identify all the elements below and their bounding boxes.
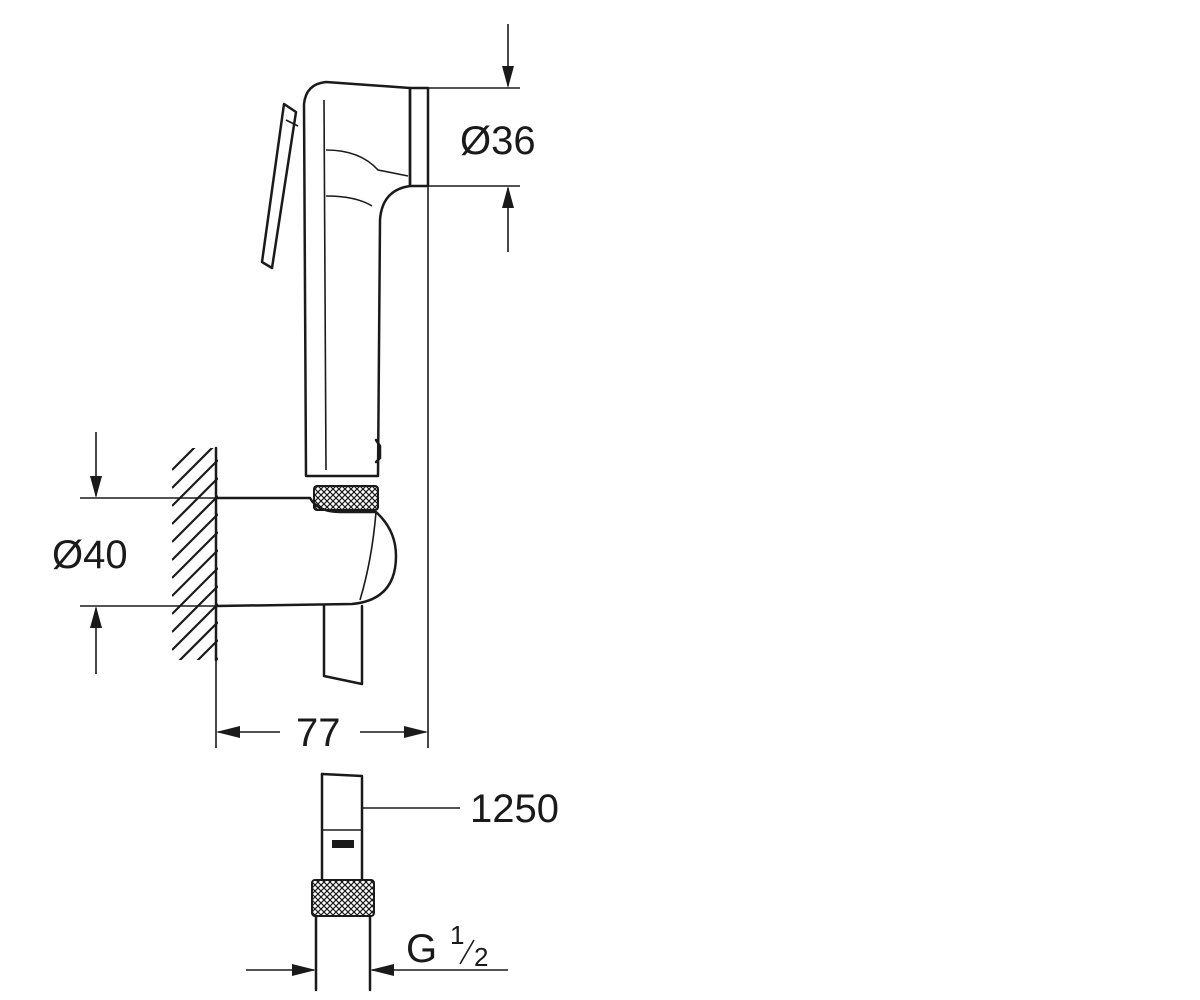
handle-collar bbox=[313, 485, 379, 511]
dim-holder-diameter bbox=[80, 432, 216, 674]
svg-text:G: G bbox=[406, 927, 437, 971]
hand-shower-handle bbox=[302, 80, 430, 478]
wall-hatch bbox=[172, 446, 218, 662]
thread-label: G 1 2 bbox=[406, 920, 488, 972]
svg-text:2: 2 bbox=[474, 942, 488, 972]
dim-head-diameter bbox=[428, 24, 520, 252]
hose-length-label: 1250 bbox=[470, 787, 559, 831]
projection-label: 77 bbox=[296, 711, 341, 755]
trigger-lever bbox=[260, 102, 299, 270]
dim-projection bbox=[215, 186, 429, 748]
svg-text:1: 1 bbox=[450, 920, 464, 950]
hose-end bbox=[311, 772, 375, 992]
holder-diameter-label: Ø40 bbox=[52, 533, 128, 577]
head-diameter-label: Ø36 bbox=[460, 119, 536, 163]
wall-holder bbox=[214, 496, 398, 686]
dim-thread bbox=[246, 964, 508, 976]
